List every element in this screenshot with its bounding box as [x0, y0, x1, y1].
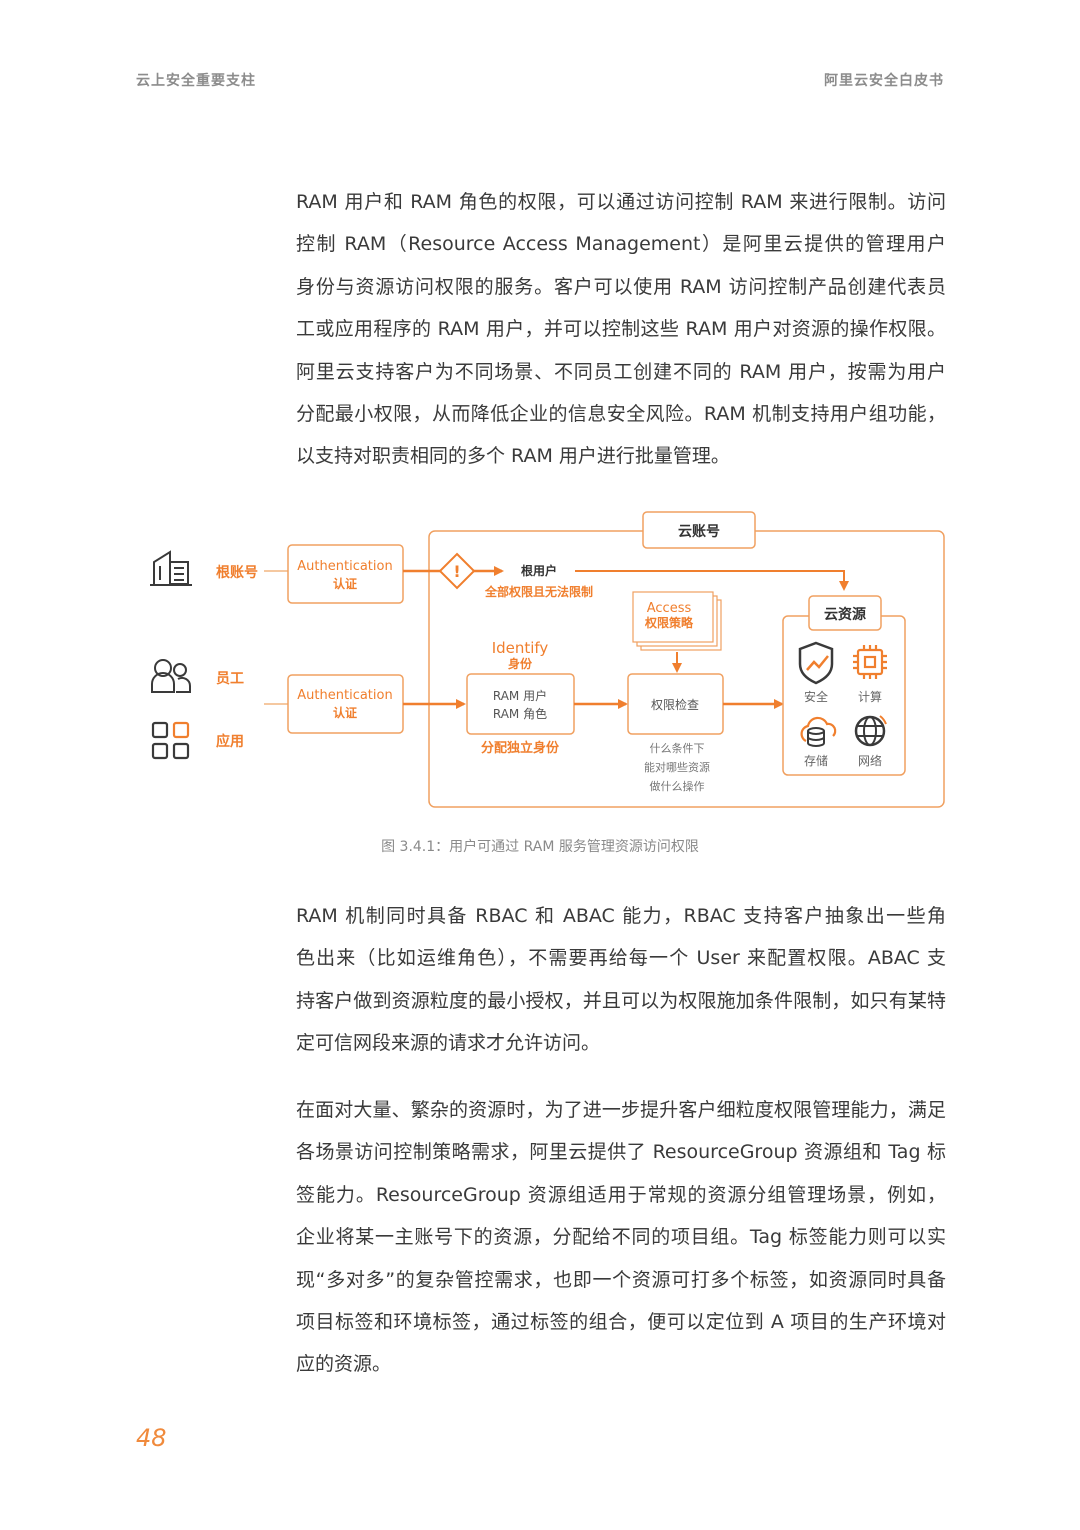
text-line: 应的资源。: [296, 1353, 392, 1376]
cloud-account-label: 云账号: [678, 524, 720, 540]
resource-label-security: 安全: [804, 689, 828, 704]
assign-identity-label: 分配独立身份: [481, 740, 560, 756]
page-number: 48: [136, 1424, 167, 1452]
building-icon: [150, 550, 192, 586]
ram-diagram: 云账号 根账号 员工 应用 Authentication 认证 Authenti…: [150, 511, 945, 808]
warning-icon: !: [438, 552, 476, 590]
text-line: 企业将某一主账号下的资源，分配给不同的项目组。Tag 标签能力则可以实: [296, 1226, 946, 1249]
text-line: 各场景访问控制策略需求，阿里云提供了 ResourceGroup 资源组和 Ta…: [296, 1141, 946, 1164]
ram-user-label: RAM 用户: [493, 688, 547, 703]
database-cloud-icon: [800, 716, 837, 747]
text-line: RAM 用户和 RAM 角色的权限，可以通过访问控制 RAM 来进行限制。访问: [296, 191, 946, 213]
cloud-resource-panel: [782, 615, 906, 776]
text-line: 在面对大量、繁杂的资源时，为了进一步提升客户细粒度权限管理能力，满足: [296, 1099, 946, 1121]
resource-label-storage: 存储: [804, 753, 828, 768]
text-line: 持客户做到资源粒度的最小授权，并且可以为权限施加条件限制，如只有某特: [296, 989, 946, 1012]
arrow-line: [575, 570, 849, 591]
check-note: 什么条件下: [650, 741, 705, 755]
text-line: 身份与资源访问权限的服务。客户可以使用 RAM 访问控制产品创建代表员: [296, 275, 946, 298]
auth-box-root-zh: 认证: [333, 576, 357, 591]
text-line: RAM 机制同时具备 RBAC 和 ABAC 能力，RBAC 支持客户抽象出一些…: [296, 905, 946, 927]
auth-box-root: [287, 544, 404, 604]
resource-label-compute: 计算: [858, 689, 882, 704]
text-line: 现“多对多”的复杂管控需求，也即一个资源可打多个标签，如资源同时具备: [296, 1268, 946, 1291]
identify-en: Identify: [492, 639, 549, 657]
access-policy-zh: 权限策略: [644, 615, 694, 630]
text-line: 阿里云支持客户为不同场景、不同员工创建不同的 RAM 用户，按需为用户: [296, 360, 946, 383]
root-user-label: 根用户: [521, 563, 557, 578]
employee-label: 员工: [216, 671, 244, 687]
access-policy-en: Access: [647, 601, 692, 616]
text-line: 项目标签和环境标签，通过标签的组合，便可以定位到 A 项目的生产环境对: [296, 1311, 946, 1334]
check-note: 做什么操作: [650, 779, 705, 793]
text-line: 定可信网段来源的请求才允许访问。: [296, 1032, 601, 1055]
paragraph-ram-intro: RAM 用户和 RAM 角色的权限，可以通过访问控制 RAM 来进行限制。访问 …: [296, 181, 946, 478]
auth-box-user-en: Authentication: [297, 688, 392, 703]
auth-box-user: [287, 674, 404, 734]
text-line: 色出来（比如运维角色），不需要再给每一个 User 来配置权限。ABAC 支: [296, 947, 946, 970]
text-line: 工或应用程序的 RAM 用户，并可以控制这些 RAM 用户对资源的操作权限。: [296, 318, 946, 341]
root-user-note: 全部权限且无法限制: [484, 584, 593, 599]
text-line: 分配最小权限，从而降低企业的信息安全风险。RAM 机制支持用户组功能，: [296, 403, 946, 426]
shield-icon: [798, 641, 834, 685]
chip-icon: [853, 645, 887, 679]
figure-caption: 图 3.4.1：用户可通过 RAM 服务管理资源访问权限: [381, 839, 699, 855]
apps-grid-icon: [151, 721, 190, 760]
root-account-label: 根账号: [216, 564, 258, 581]
resource-label-network: 网络: [858, 753, 882, 768]
auth-box-root-en: Authentication: [297, 559, 392, 574]
check-note: 能对哪些资源: [644, 760, 710, 774]
identity-box: [466, 673, 575, 735]
auth-box-user-zh: 认证: [333, 705, 357, 720]
permission-check-label: 权限检查: [651, 697, 699, 712]
ram-role-label: RAM 角色: [493, 707, 547, 721]
identify-zh: 身份: [508, 656, 533, 671]
svg-text:!: !: [453, 562, 460, 581]
cloud-resource-label: 云资源: [824, 606, 866, 623]
application-label: 应用: [216, 733, 244, 750]
running-header-left: 云上安全重要支柱: [136, 73, 256, 89]
cloud-account-label-box: [642, 511, 756, 549]
text-line: 以支持对职责相同的多个 RAM 用户进行批量管理。: [296, 445, 730, 468]
globe-icon: [854, 715, 887, 747]
text-line: 控制 RAM（Resource Access Management）是阿里云提供…: [296, 233, 946, 256]
people-icon: [151, 659, 192, 693]
paragraph-rbac-abac: RAM 机制同时具备 RBAC 和 ABAC 能力，RBAC 支持客户抽象出一些…: [296, 895, 946, 1065]
running-header-right: 阿里云安全白皮书: [824, 73, 944, 89]
policy-document-icon: [632, 591, 722, 651]
text-line: 签能力。ResourceGroup 资源组适用于常规的资源分组管理场景，例如，: [296, 1183, 946, 1206]
cloud-resource-label-box: [808, 595, 882, 631]
paragraph-resourcegroup-tag: 在面对大量、繁杂的资源时，为了进一步提升客户细粒度权限管理能力，满足 各场景访问…: [296, 1089, 946, 1386]
